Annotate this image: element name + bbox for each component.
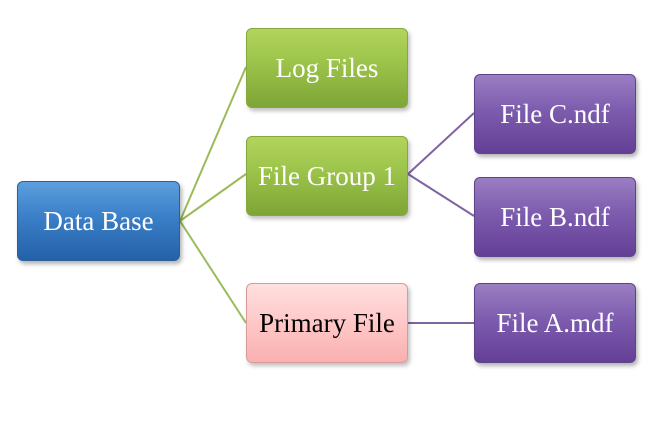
node-log-files-label: Log Files — [275, 52, 379, 83]
node-file-a: File A.mdf — [474, 283, 636, 363]
node-file-b-label: File B.ndf — [500, 201, 610, 232]
node-database-label: Data Base — [43, 205, 154, 236]
node-file-group-1-label: File Group 1 — [258, 160, 396, 191]
node-file-c: File C.ndf — [474, 74, 636, 154]
node-log-files: Log Files — [246, 28, 408, 108]
node-file-group-1: File Group 1 — [246, 136, 408, 216]
connector-file-group-1-file-b — [407, 173, 475, 217]
connector-database-primary-file — [179, 220, 247, 324]
node-database: Data Base — [17, 181, 180, 261]
connector-database-file-group-1 — [179, 173, 247, 222]
node-primary-file: Primary File — [246, 283, 408, 363]
node-file-a-label: File A.mdf — [496, 307, 614, 338]
node-file-b: File B.ndf — [474, 177, 636, 257]
connector-database-log-files — [179, 66, 247, 222]
node-file-c-label: File C.ndf — [500, 98, 610, 129]
connector-file-group-1-file-c — [407, 112, 475, 175]
node-primary-file-label: Primary File — [259, 307, 395, 338]
